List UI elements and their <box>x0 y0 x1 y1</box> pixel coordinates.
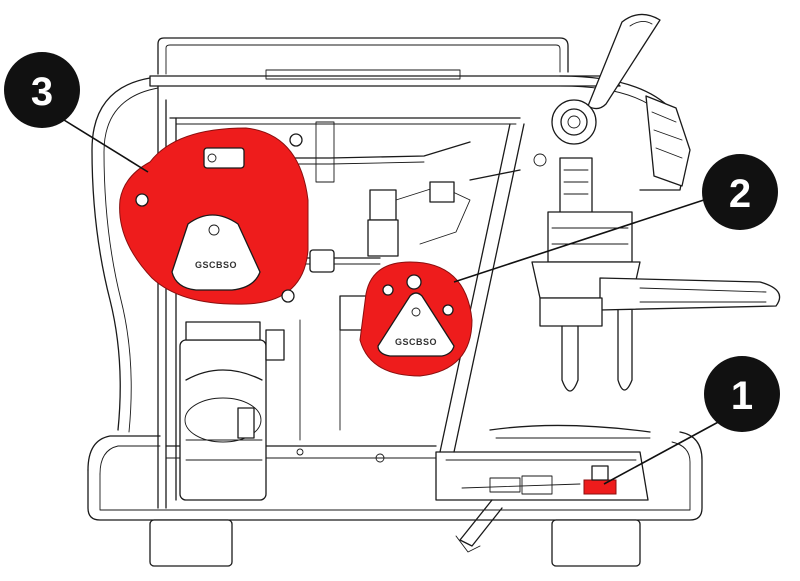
component-1 <box>461 465 617 495</box>
steam-wand <box>455 499 503 553</box>
boiler-2: GSCBSO <box>359 261 473 377</box>
callout-1-label: 1 <box>731 374 753 418</box>
leader-1 <box>603 419 723 485</box>
drip-platform <box>489 424 651 439</box>
boiler-2-plate-text: GSCBSO <box>395 337 437 347</box>
boiler-3: GSCBSO <box>119 127 309 305</box>
callout-leaders <box>63 119 723 485</box>
callout-1: 1 <box>704 356 780 432</box>
brew-lever <box>551 13 661 145</box>
callout-2-label: 2 <box>729 172 751 216</box>
leader-3 <box>63 119 149 173</box>
side-control-panel <box>645 95 691 187</box>
leader-2 <box>453 195 717 283</box>
cup-rail <box>157 37 569 75</box>
callout-3-label: 3 <box>31 70 53 114</box>
pump-motor <box>179 321 285 501</box>
callout-3: 3 <box>4 52 80 128</box>
callout-2: 2 <box>702 154 778 230</box>
boiler-3-plate-text: GSCBSO <box>195 260 237 270</box>
group-head <box>531 157 641 299</box>
portafilter <box>539 277 781 392</box>
